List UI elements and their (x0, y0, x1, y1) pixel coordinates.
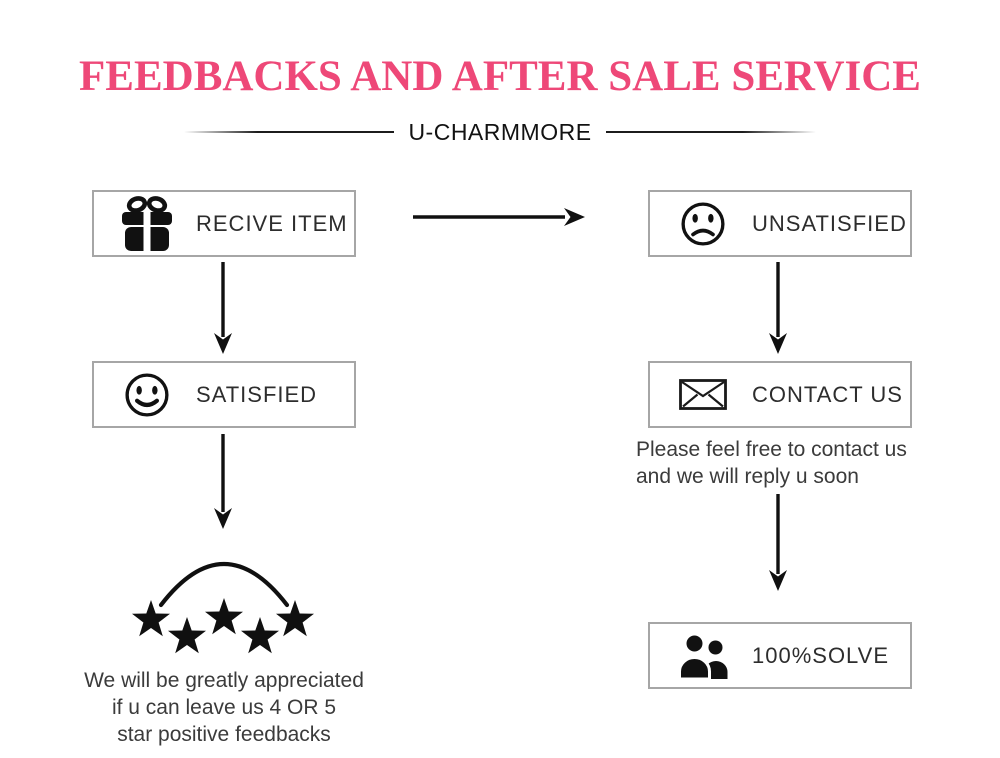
satisfied-label: SATISFIED (196, 381, 318, 407)
star-icon (241, 617, 279, 654)
solve-label: 100%SOLVE (752, 642, 890, 668)
star-icon (205, 598, 243, 635)
contact-note-line: and we will reply u soon (636, 465, 859, 488)
arrow-receive-to-unsatisfied (413, 208, 585, 226)
receive-item-box: RECIVE ITEM (92, 190, 356, 257)
five-stars-arc (132, 561, 314, 654)
arrow-contact-to-solve (769, 494, 787, 591)
contact-note: Please feel free to contact us and we wi… (636, 436, 946, 490)
brand-divider: U-CHARMMORE (0, 118, 1000, 146)
receive-item-label: RECIVE ITEM (196, 210, 348, 236)
feedback-note-line: We will be greatly appreciated (84, 669, 364, 692)
feedback-note-line: if u can leave us 4 OR 5 (111, 696, 337, 719)
divider-line-left (184, 131, 395, 133)
page-title: FEEDBACKS AND AFTER SALE SERVICE (79, 53, 921, 100)
brand-name: U-CHARMMORE (408, 118, 592, 145)
unsatisfied-box: UNSATISFIED (648, 190, 912, 257)
divider-line-right (605, 131, 816, 133)
unsatisfied-label: UNSATISFIED (752, 210, 907, 236)
sad-face-icon (676, 201, 730, 247)
people-icon (676, 632, 730, 679)
feedback-note-line: star positive feedbacks (117, 723, 331, 746)
contact-us-label: CONTACT US (752, 381, 903, 407)
solve-box: 100%SOLVE (648, 622, 912, 689)
arrow-receive-to-satisfied (214, 262, 232, 354)
satisfied-box: SATISFIED (92, 361, 356, 428)
contact-us-box: CONTACT US (648, 361, 912, 428)
feedback-note: We will be greatly appreciated if u can … (40, 667, 408, 748)
star-icon (276, 600, 314, 637)
contact-note-line: Please feel free to contact us (636, 438, 907, 461)
arrow-unsatisfied-to-contact (769, 262, 787, 354)
envelope-icon (676, 379, 730, 410)
gift-icon (120, 195, 174, 253)
star-icon (168, 617, 206, 654)
arrow-satisfied-to-stars (214, 434, 232, 529)
stars-arc (158, 561, 290, 608)
star-icon (132, 600, 170, 637)
happy-face-icon (120, 372, 174, 418)
